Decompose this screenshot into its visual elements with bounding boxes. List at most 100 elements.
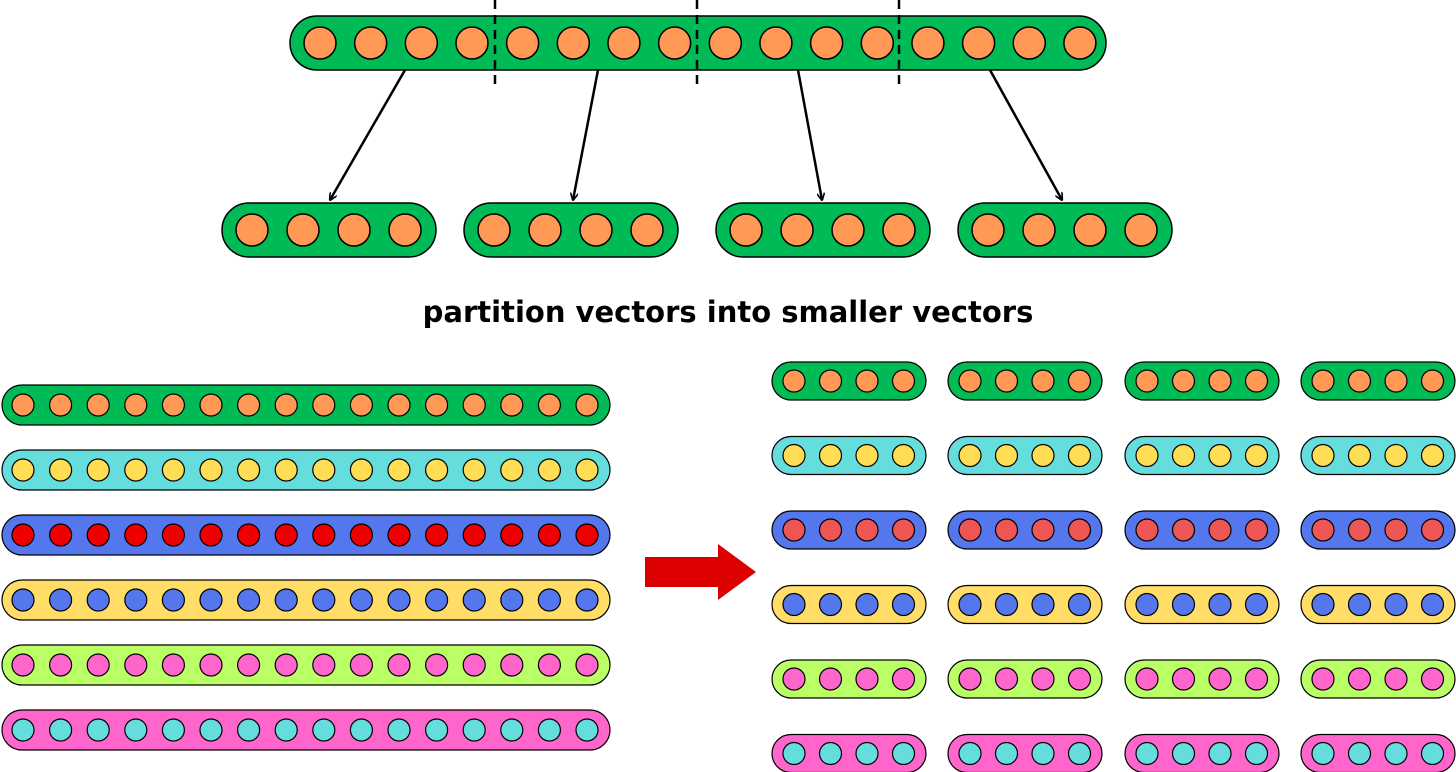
vector-element bbox=[500, 458, 524, 482]
partitioned-vector-green-orange bbox=[771, 361, 927, 401]
vector-element bbox=[1135, 667, 1159, 691]
vector-capsule bbox=[1300, 435, 1456, 476]
vector-element bbox=[759, 26, 793, 60]
partitioned-vector-cyan-yellow bbox=[1124, 435, 1280, 476]
vector-element bbox=[48, 458, 73, 482]
vector-element bbox=[237, 523, 261, 547]
vector-element bbox=[312, 393, 336, 417]
vector-element bbox=[387, 523, 411, 547]
vector-capsule bbox=[771, 584, 927, 625]
vector-element bbox=[1135, 369, 1159, 393]
partitioned-vector-cyan-yellow bbox=[947, 435, 1103, 476]
vector-element bbox=[537, 393, 562, 417]
vector-capsule bbox=[1124, 510, 1280, 550]
vector-element bbox=[855, 741, 879, 766]
vector-capsule bbox=[1, 709, 611, 751]
vector-element bbox=[312, 588, 336, 612]
vector-element bbox=[1347, 592, 1372, 617]
partitioned-vector-pink-cyan bbox=[771, 733, 927, 772]
vector-element bbox=[891, 369, 916, 393]
vector-element bbox=[1012, 26, 1046, 60]
vector-element bbox=[48, 588, 73, 612]
vector-capsule bbox=[947, 659, 1103, 699]
vector-element bbox=[237, 718, 261, 742]
vector-element bbox=[124, 458, 148, 482]
vector-capsule bbox=[1124, 659, 1280, 699]
vector-element bbox=[1311, 443, 1335, 468]
vector-element bbox=[537, 653, 562, 677]
vector-element bbox=[425, 588, 449, 612]
vector-element bbox=[349, 653, 373, 677]
partitioned-vector-green-orange bbox=[1300, 361, 1456, 401]
vector-capsule bbox=[1, 644, 611, 686]
vector-element bbox=[958, 741, 982, 766]
vector-element bbox=[1135, 741, 1159, 766]
vector-element bbox=[1384, 667, 1408, 691]
vector-element bbox=[387, 718, 411, 742]
vector-row-blue-red bbox=[1, 514, 611, 556]
vector-element bbox=[312, 718, 336, 742]
vector-capsule bbox=[771, 361, 927, 401]
partitioned-vector-pink-cyan bbox=[947, 733, 1103, 772]
vector-element bbox=[911, 26, 945, 60]
transform-arrow-group bbox=[645, 544, 756, 600]
vector-element bbox=[349, 458, 373, 482]
partitioned-vector-lime-pink bbox=[1300, 659, 1456, 699]
example-sub-vector bbox=[957, 202, 1173, 258]
example-sub-vector bbox=[463, 202, 679, 258]
vector-element bbox=[729, 213, 763, 247]
vector-element bbox=[958, 369, 982, 393]
vector-element bbox=[11, 458, 35, 482]
vector-capsule bbox=[771, 733, 927, 772]
vector-element bbox=[537, 718, 562, 742]
vector-element bbox=[1244, 369, 1269, 393]
partitioned-vector-blue-red bbox=[1124, 510, 1280, 550]
vector-element bbox=[237, 588, 261, 612]
vector-capsule bbox=[1124, 435, 1280, 476]
vector-element bbox=[1067, 741, 1092, 766]
vector-element bbox=[274, 523, 298, 547]
vector-element bbox=[882, 213, 916, 247]
vector-element bbox=[199, 588, 223, 612]
vector-element bbox=[1347, 667, 1372, 691]
vector-element bbox=[575, 588, 599, 612]
vector-capsule bbox=[1, 579, 611, 621]
vector-element bbox=[860, 26, 895, 60]
vector-element bbox=[86, 653, 110, 677]
vector-element bbox=[274, 588, 298, 612]
vector-element bbox=[575, 523, 599, 547]
example-vector bbox=[289, 15, 1107, 71]
vector-element bbox=[1208, 369, 1232, 393]
partitioned-vector-pink-cyan bbox=[1300, 733, 1456, 772]
vector-element bbox=[11, 588, 35, 612]
vector-element bbox=[1244, 667, 1269, 691]
vector-element bbox=[500, 523, 524, 547]
vector-capsule bbox=[1124, 361, 1280, 401]
vector-element bbox=[1384, 369, 1408, 393]
vector-element bbox=[1171, 667, 1196, 691]
vector-element bbox=[353, 26, 388, 60]
vector-element bbox=[161, 718, 185, 742]
vector-element bbox=[708, 26, 743, 60]
vector-element bbox=[855, 667, 879, 691]
vector-element bbox=[1135, 518, 1159, 542]
vector-element bbox=[958, 592, 982, 617]
vector-element bbox=[500, 653, 524, 677]
vector-element bbox=[11, 718, 35, 742]
vector-element bbox=[971, 213, 1005, 247]
vector-element bbox=[1347, 443, 1372, 468]
vector-element bbox=[1208, 741, 1232, 766]
vector-element bbox=[994, 369, 1019, 393]
partitioned-vector-pink-cyan bbox=[1124, 733, 1280, 772]
example-sub-vector bbox=[221, 202, 437, 258]
arrow-down-icon bbox=[330, 69, 407, 200]
vector-element bbox=[462, 718, 486, 742]
vector-element bbox=[1031, 518, 1055, 542]
vector-element bbox=[388, 213, 422, 247]
vector-element bbox=[855, 443, 879, 468]
vector-element bbox=[1347, 369, 1372, 393]
vector-element bbox=[994, 518, 1019, 542]
vector-element bbox=[48, 393, 73, 417]
vector-element bbox=[1208, 592, 1232, 617]
vector-element bbox=[161, 588, 185, 612]
